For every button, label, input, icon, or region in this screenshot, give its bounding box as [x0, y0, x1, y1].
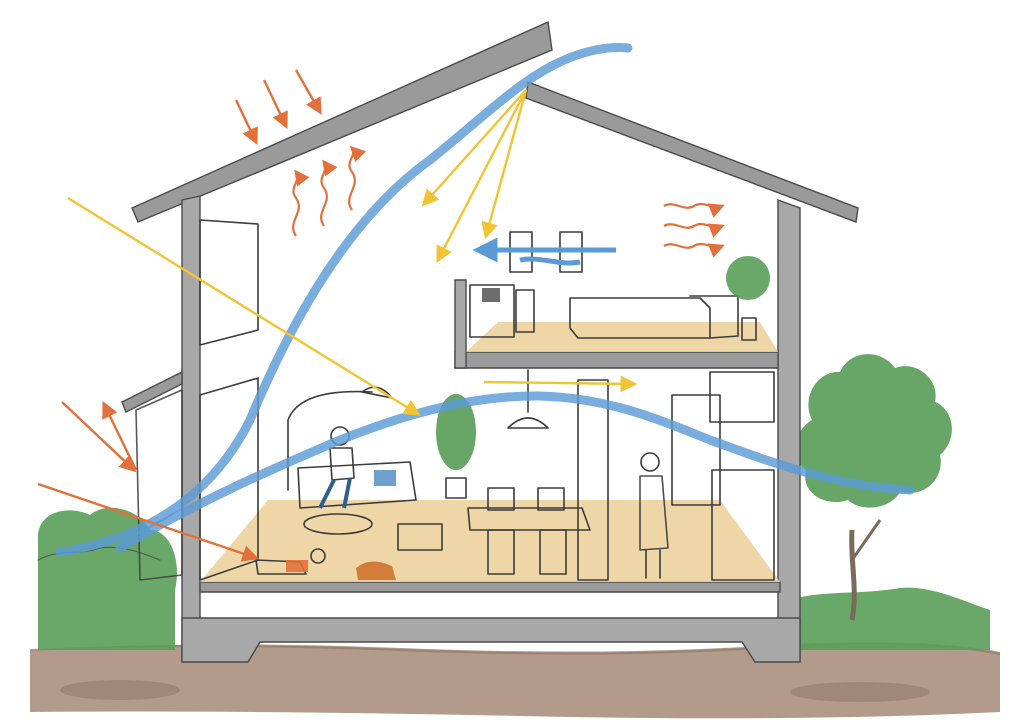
loft-bed	[569, 295, 739, 339]
dining-set	[467, 487, 591, 575]
right-grass	[790, 587, 990, 650]
kitchen-area	[577, 371, 775, 581]
person-reading-on-sofa	[318, 426, 355, 509]
person-cooking	[639, 452, 669, 579]
loft-plant	[726, 256, 770, 341]
wood-floors	[200, 322, 780, 582]
sunlight-rays	[67, 89, 638, 416]
dog	[356, 561, 396, 580]
loft-desk	[469, 284, 535, 338]
house-shell	[121, 20, 859, 663]
tree-right	[795, 354, 952, 621]
child-lying-on-rug	[255, 548, 326, 575]
pendant-light	[507, 369, 549, 429]
living-sofa	[297, 461, 417, 509]
wind-flow-paths	[55, 43, 915, 557]
coffee-table	[303, 513, 443, 551]
heat-arrows	[37, 69, 725, 562]
soil-ground	[29, 642, 1001, 719]
living-plant	[436, 394, 476, 499]
